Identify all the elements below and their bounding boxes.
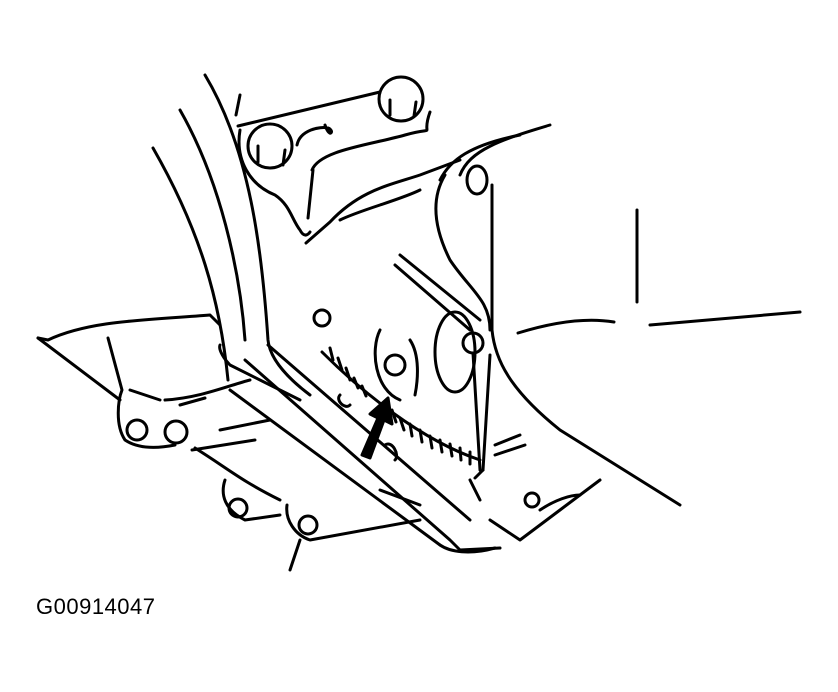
timing-pointer <box>433 310 527 480</box>
upper-bracket <box>236 75 462 245</box>
center-bolt <box>312 308 419 402</box>
figure-id-label: G00914047 <box>36 594 156 619</box>
bell-housing <box>338 123 802 507</box>
arrow-icon <box>360 396 394 460</box>
bolt-head <box>246 122 294 170</box>
bolt-head <box>377 75 425 123</box>
lower-right-details <box>438 478 602 554</box>
lower-bracket <box>36 313 422 572</box>
housing-outline <box>151 73 502 552</box>
timing-mark-scale <box>320 346 482 466</box>
